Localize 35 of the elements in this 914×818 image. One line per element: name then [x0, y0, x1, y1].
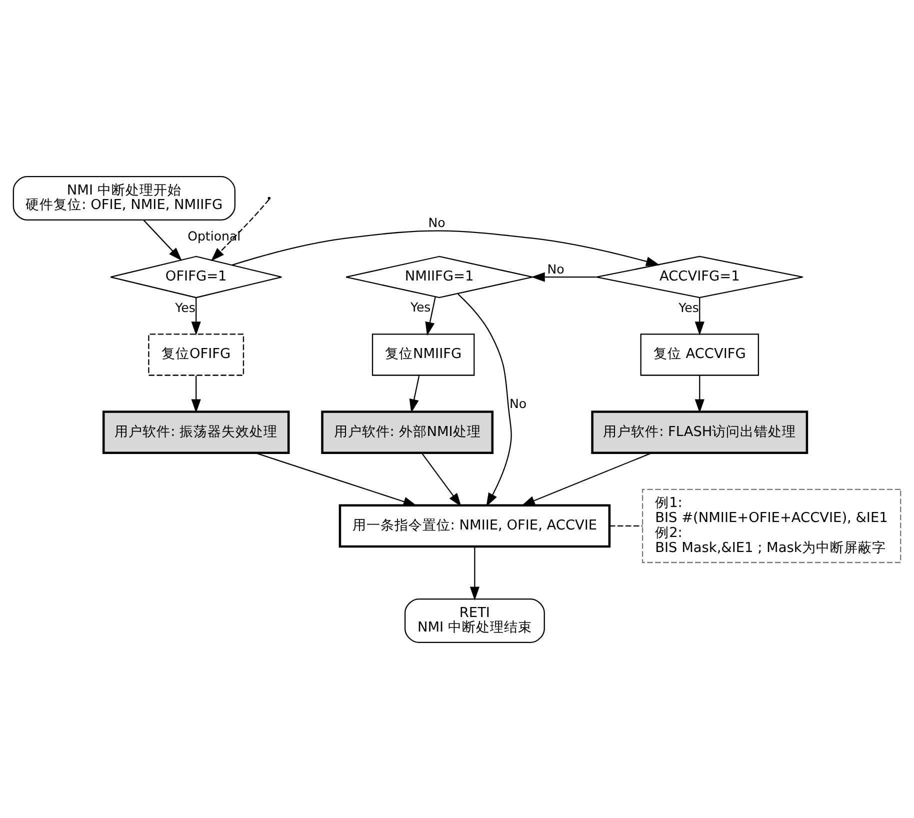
arrow	[521, 452, 652, 506]
arrow	[694, 375, 704, 412]
arrow	[409, 375, 420, 412]
arrow	[470, 546, 480, 600]
arrow	[531, 272, 596, 282]
node-box: 用户软件: 外部NMI处理	[321, 410, 494, 454]
arrow	[421, 452, 462, 506]
node-box: 例1: BIS #(NMIIE+OFIE+ACCVIE), &IE1 例2: BIS Mask,&IE1 ; Mask为中断屏蔽字	[642, 488, 902, 563]
node-box: 用一条指令置位: NMIIE, OFIE, ACCVIE	[338, 504, 611, 548]
edge-label: Yes	[678, 299, 699, 314]
arrow	[255, 452, 418, 506]
arrow	[232, 230, 660, 266]
edge-label: No	[428, 214, 446, 230]
arrow	[425, 296, 436, 336]
node-box: 复位 ACCVIFG	[640, 333, 760, 376]
node-diamond: NMIIFG=1	[346, 255, 534, 298]
connector	[610, 524, 642, 526]
edge-label: Yes	[175, 299, 196, 314]
arrow	[191, 375, 201, 412]
arrow	[694, 298, 704, 335]
edge-label: Optional	[188, 228, 241, 244]
node-diamond: OFIFG=1	[110, 255, 282, 298]
edge-label: No	[547, 260, 564, 276]
node-box: 用户软件: FLASH访问出错处理	[591, 410, 808, 454]
arrow	[210, 198, 270, 261]
node-box: 复位NMIIFG	[372, 333, 475, 376]
arrow	[143, 219, 182, 260]
arrow	[458, 293, 512, 506]
edge-label: No	[510, 396, 527, 411]
node-box: RETI NMI 中断处理结束	[404, 598, 545, 642]
node-box: NMI 中断处理开始 硬件复位: OFIE, NMIE, NMIIFG	[12, 176, 236, 220]
node-box: 用户软件: 振荡器失效处理	[102, 410, 290, 454]
node-box: 复位OFIFG	[148, 333, 244, 376]
arrow	[191, 298, 201, 335]
edge-label: Yes	[410, 299, 431, 314]
